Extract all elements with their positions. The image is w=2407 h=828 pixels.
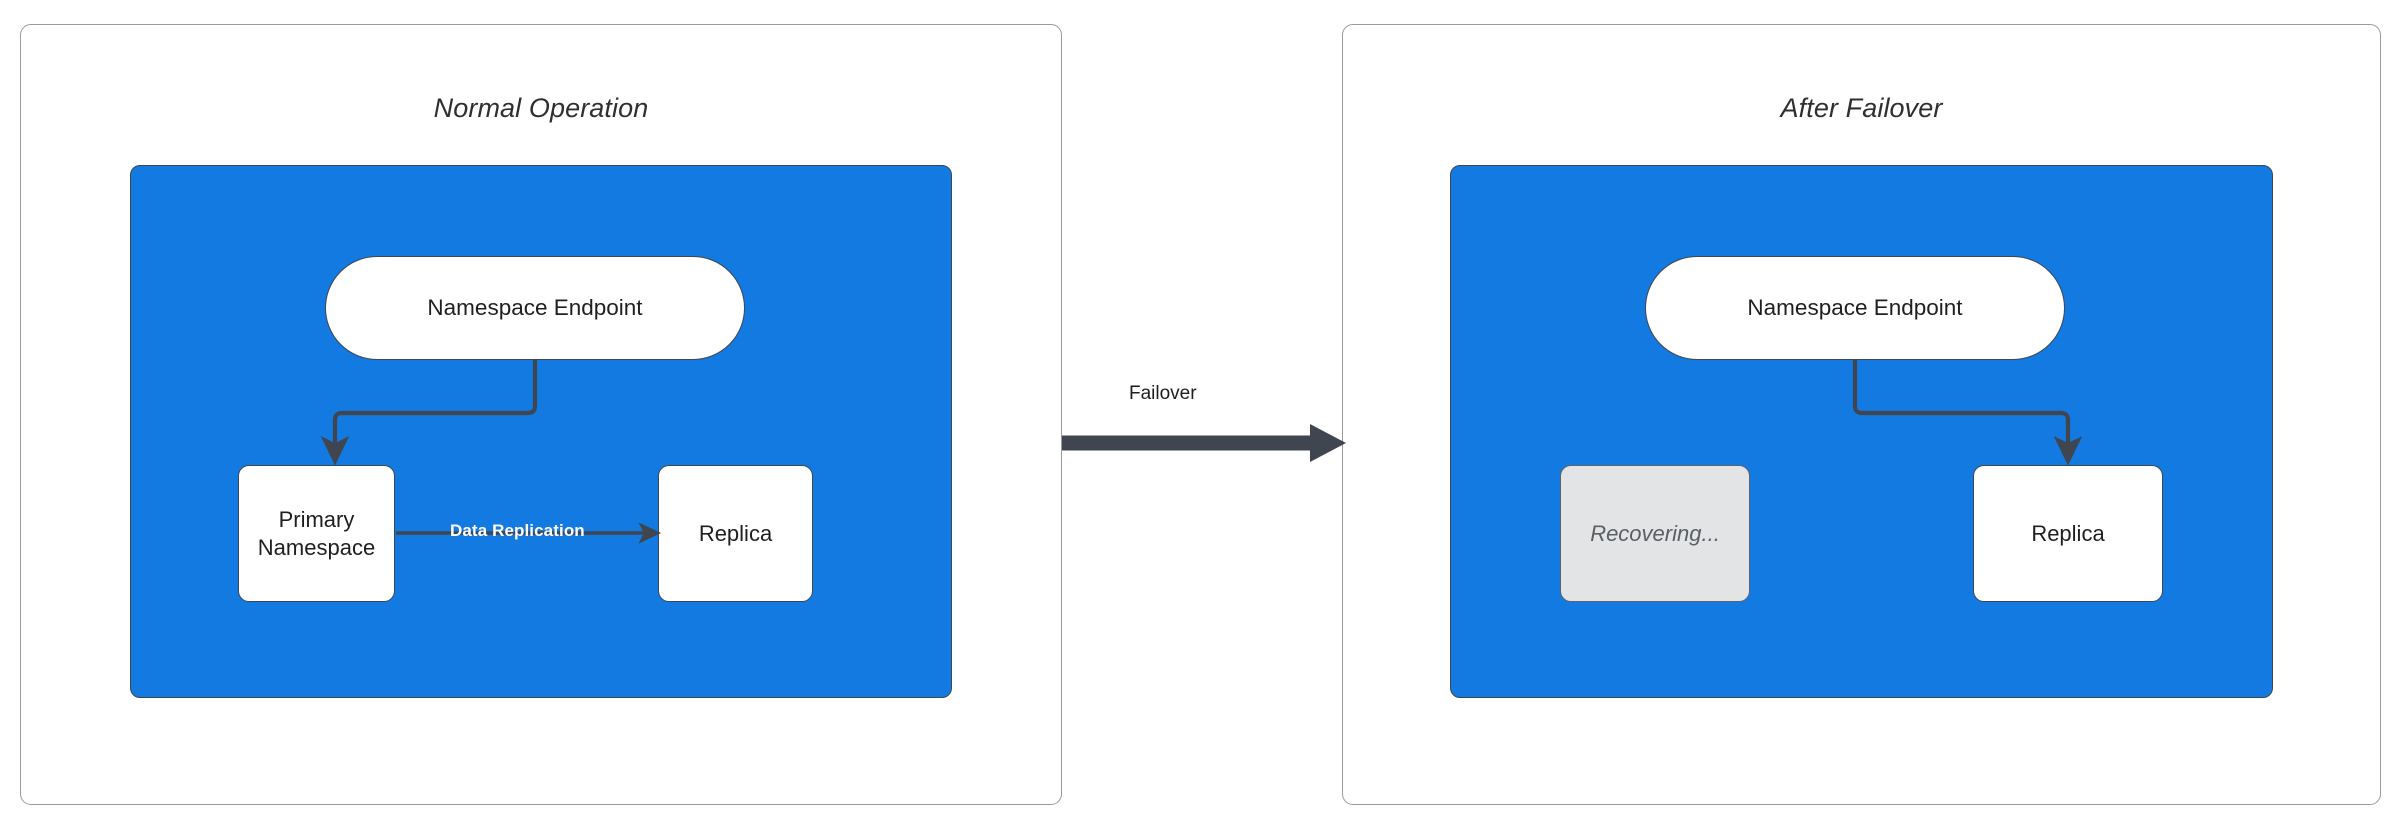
node-recovering[interactable]: Recovering... — [1560, 465, 1750, 602]
group-container-after-failover — [1450, 165, 2273, 698]
panel-title-normal-operation: Normal Operation — [433, 93, 649, 123]
node-replica-left[interactable]: Replica — [658, 465, 813, 602]
node-label-line1: Primary — [278, 506, 355, 532]
node-label: Namespace Endpoint — [1747, 295, 1963, 320]
node-label: Replica — [2031, 520, 2105, 546]
node-namespace-endpoint-left[interactable]: Namespace Endpoint — [325, 256, 745, 360]
node-replica-right[interactable]: Replica — [1973, 465, 2163, 602]
node-namespace-endpoint-right[interactable]: Namespace Endpoint — [1645, 256, 2065, 360]
node-label: Recovering... — [1590, 520, 1720, 546]
failover-arrowhead-icon — [1310, 424, 1346, 462]
edge-label-data-replication: Data Replication — [450, 521, 585, 540]
group-container-normal-operation — [130, 165, 952, 698]
node-label: Replica — [698, 520, 773, 546]
node-label: Namespace Endpoint — [427, 295, 643, 320]
edge-label-failover: Failover — [1129, 383, 1197, 404]
panel-title-after-failover: After Failover — [1780, 93, 1943, 123]
node-label-line2: Namespace — [257, 534, 376, 560]
